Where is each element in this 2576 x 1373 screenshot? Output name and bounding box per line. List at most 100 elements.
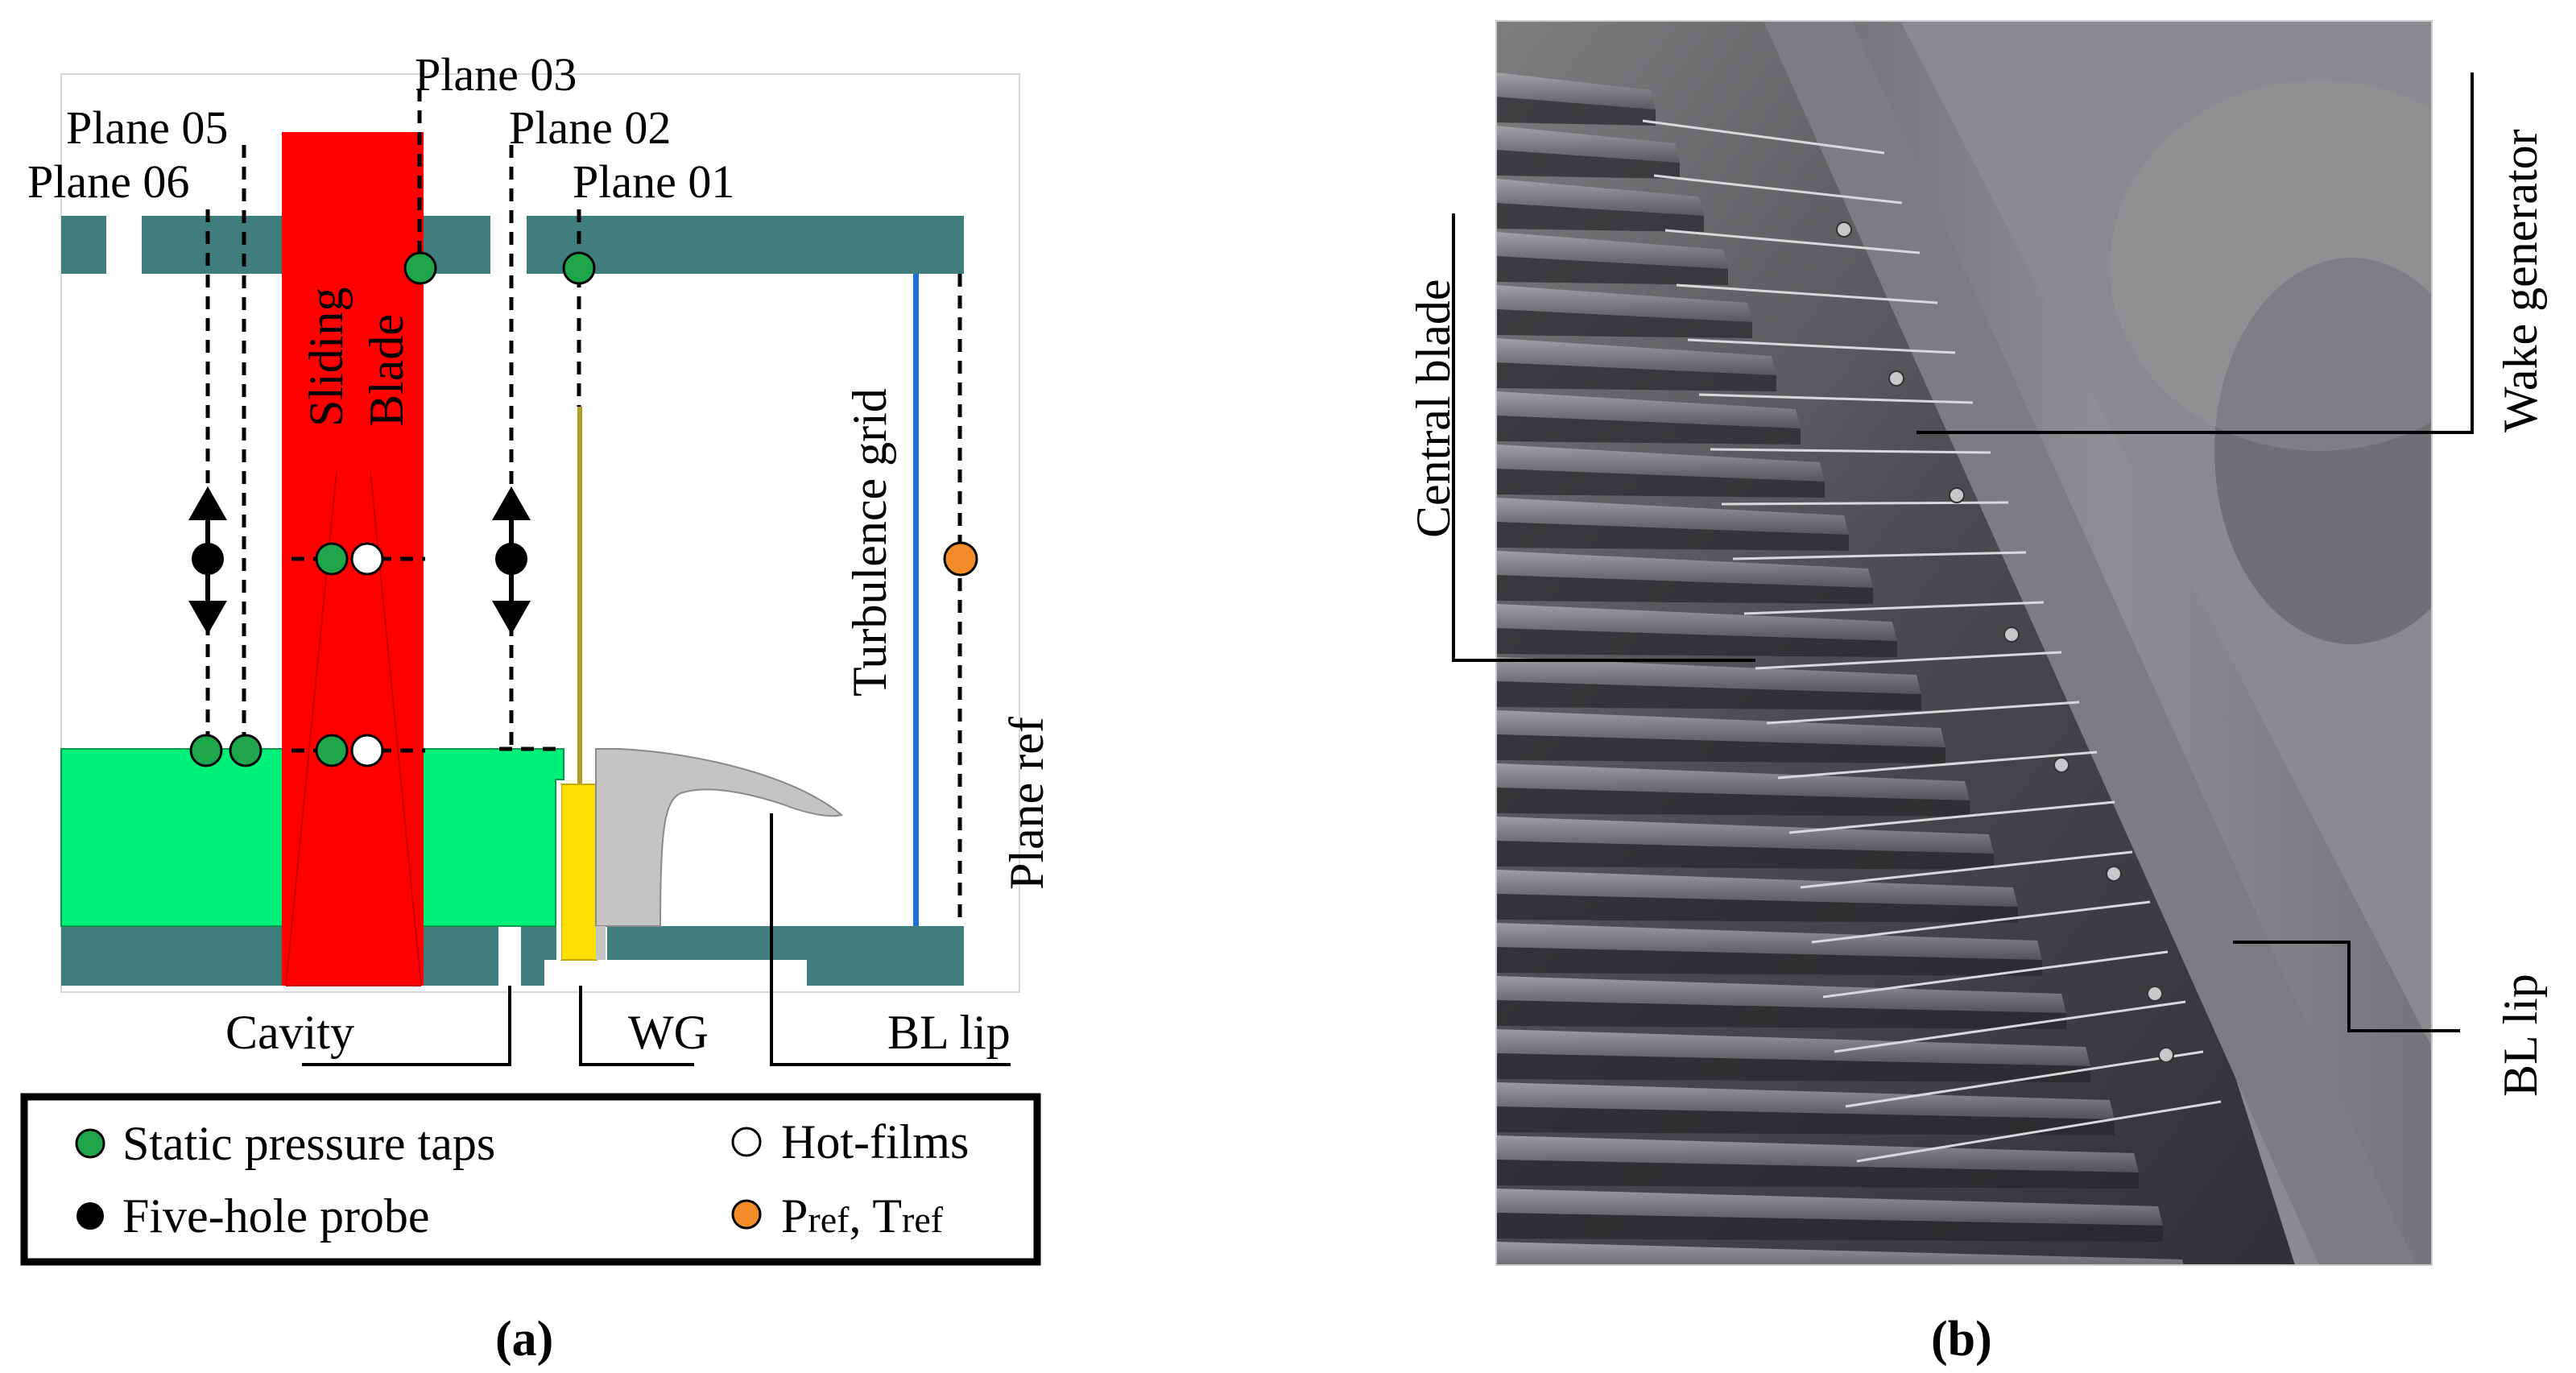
probe-wire	[1811, 900, 2151, 944]
panel-a-frame	[60, 73, 1020, 993]
probe-wire	[1822, 950, 2169, 999]
plane-06-label: Plane 06	[27, 155, 189, 208]
cascade-photo	[1496, 21, 2432, 1348]
cascade-blade	[1496, 710, 1945, 747]
top-wall-segment	[527, 216, 964, 274]
legend-five-hole-probe: Five-hole probe	[122, 1189, 430, 1243]
cascade-blade	[1496, 1242, 2184, 1265]
cascade-blade	[1496, 285, 1752, 322]
probe-wire	[1788, 800, 2115, 834]
legend-static-pressure-marker	[75, 1128, 105, 1159]
static-pressure-tap	[315, 734, 349, 767]
cascade-blade	[1496, 126, 1680, 163]
plate-bolts	[1836, 221, 2174, 1063]
five-hole-probe-marker	[495, 543, 527, 575]
blade-shadow	[1496, 97, 1656, 126]
central-blade-leader	[1452, 213, 1755, 662]
legend-box	[20, 1093, 1041, 1266]
photo-frame	[1495, 20, 2433, 1266]
hot-film-marker	[350, 542, 384, 576]
blade-shadow	[1496, 1319, 2211, 1348]
wg-slot-gap	[544, 960, 807, 986]
probe-wire	[1800, 850, 2133, 889]
blade-shadow	[1496, 788, 1970, 817]
cascade-blade	[1496, 1029, 2090, 1066]
blade-shadow	[1496, 841, 1994, 870]
cascade-blade	[1496, 976, 2066, 1013]
wake-generator	[560, 784, 597, 961]
cascade-blade	[1496, 1135, 2139, 1172]
bl-lip-photo-leader	[2233, 941, 2460, 1032]
cascade-blade	[1496, 551, 1873, 588]
wake-generator-rod	[577, 407, 582, 785]
bl-lip-photo-label: BL lip	[2494, 974, 2547, 1097]
panel-b-photo: Central blade Wake generator BL lip (b)	[1407, 20, 2547, 1367]
cascade-blade	[1496, 179, 1704, 216]
probe-wire	[1766, 701, 2080, 725]
cascade-blade	[1496, 870, 2018, 907]
legend-static-pressure-taps: Static pressure taps	[122, 1117, 495, 1170]
cavity-label: Cavity	[225, 1006, 354, 1059]
central-blade-label: Central blade	[1407, 279, 1460, 538]
probe-wire	[1721, 501, 2009, 506]
cascade-blade	[1496, 604, 1897, 641]
probe-wire	[1698, 393, 1974, 404]
turbulence-grid	[913, 274, 919, 926]
blade-shadow	[1496, 1053, 2090, 1082]
blade-shadow	[1496, 309, 1752, 338]
probe-wire	[1732, 551, 2027, 560]
hot-film-marker	[350, 734, 384, 767]
blade-label: Blade	[360, 314, 413, 427]
probe-wires	[1642, 119, 2222, 1163]
probe-wire	[1687, 338, 1956, 354]
blade-shadow	[1496, 947, 2042, 976]
blade-shadow	[1496, 1266, 2187, 1295]
wake-generator-leader	[1916, 72, 2474, 434]
wake-generator-label: Wake generator	[2494, 129, 2547, 432]
plane-ref-label: Plane ref	[1000, 717, 1053, 890]
blade-shadow	[1496, 203, 1704, 232]
legend-separator: ,	[849, 1189, 872, 1243]
legend-pref-sub: ref	[808, 1199, 850, 1240]
blade-shadow	[1496, 1213, 2163, 1242]
probe-wire	[1642, 119, 1885, 155]
legend-tref-sub: ref	[902, 1199, 944, 1240]
static-pressure-tap	[562, 251, 596, 285]
probe-wire	[1755, 651, 2062, 670]
blade-shadow	[1496, 628, 1897, 657]
legend-five-hole-marker	[76, 1202, 104, 1230]
legend-hot-film-marker	[731, 1127, 762, 1157]
cascade-blade	[1496, 817, 1994, 854]
endwall-block-left	[60, 748, 304, 927]
probe-wire	[1676, 283, 1938, 304]
blade-shadow	[1496, 469, 1825, 498]
static-pressure-tap	[229, 734, 263, 767]
static-pressure-tap	[315, 542, 349, 576]
plane-05-label: Plane 05	[66, 101, 228, 154]
blade-shadow	[1496, 1106, 2115, 1135]
legend-pref-tref: Pref, Tref	[781, 1189, 944, 1243]
cascade-blade	[1496, 72, 1656, 110]
legend-tref-main: T	[872, 1189, 902, 1243]
blade-shadow	[1496, 416, 1801, 445]
cascade-blade	[1496, 1295, 2211, 1332]
blade-shadow	[1496, 734, 1945, 763]
panel-a-schematic: Plane 03 Plane 05 Plane 02 Plane 06 Plan…	[20, 48, 1053, 1367]
turbulence-grid-label: Turbulence grid	[843, 388, 896, 697]
legend-pref-main: P	[781, 1189, 808, 1243]
plane-03-label: Plane 03	[415, 48, 577, 101]
bl-lip-leader	[770, 813, 1011, 1066]
cascade-blade	[1496, 1082, 2115, 1119]
five-hole-probe-marker	[192, 543, 224, 575]
blade-shadow	[1496, 575, 1873, 604]
bl-lip-base	[596, 926, 606, 960]
cascade-blade	[1496, 232, 1728, 269]
blade-shadow	[1496, 1160, 2139, 1189]
top-wall-segment	[61, 216, 106, 274]
cascade-blade	[1496, 445, 1825, 482]
probe-wire	[1856, 1100, 2222, 1163]
probe-wire	[1710, 448, 1991, 454]
blade-shadow	[1496, 362, 1776, 391]
probe-wire	[1664, 229, 1921, 254]
